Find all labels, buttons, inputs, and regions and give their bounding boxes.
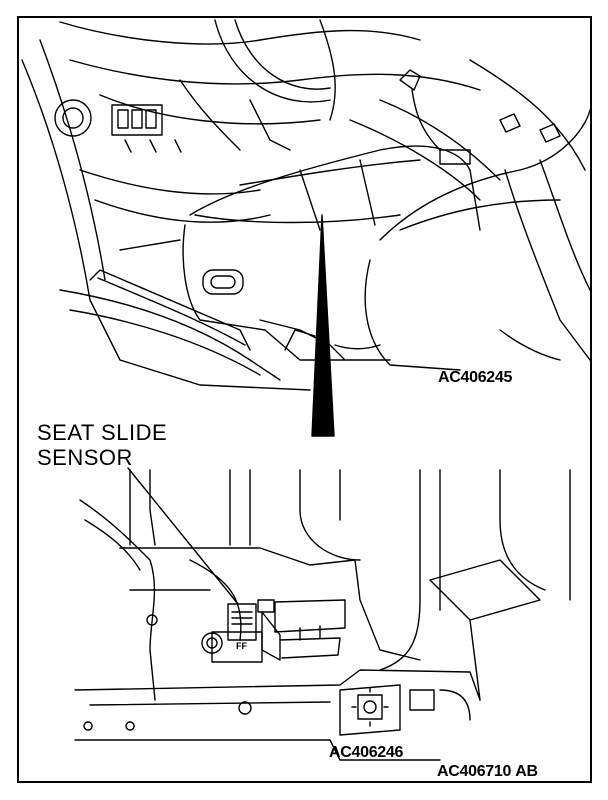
figure-reference-suffix: AB [515, 763, 538, 780]
bottom-view-reference: AC406246 [329, 744, 404, 761]
figure-reference: AC406710 AB [437, 763, 538, 781]
pointer-wedge [311, 214, 335, 437]
sensor-marking: FF [236, 641, 247, 651]
callout-label-line-1: SEAT SLIDE [37, 420, 168, 445]
figure-frame [17, 16, 592, 783]
interior-view [21, 19, 591, 391]
callout-leader [127, 467, 239, 605]
seat-slide-sensor [201, 599, 346, 663]
sensor-view [74, 469, 571, 761]
callout-label-line-2: SENSOR [37, 445, 133, 470]
top-view-reference: AC406245 [438, 369, 513, 386]
figure-reference-number: AC406710 [437, 763, 512, 780]
